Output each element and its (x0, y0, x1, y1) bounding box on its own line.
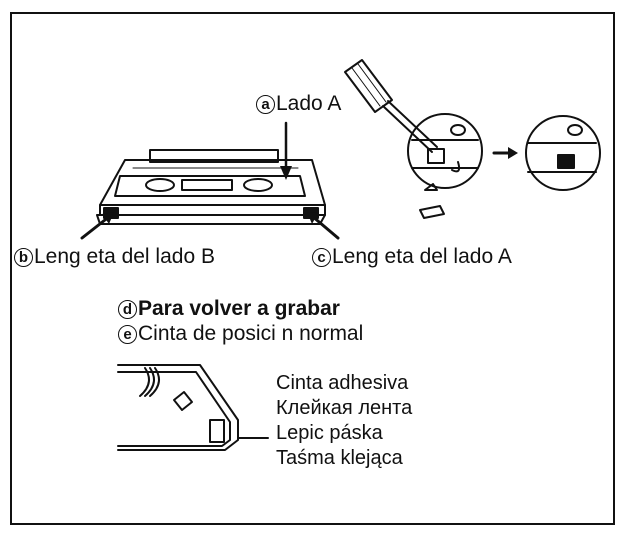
tab-a-arrow (310, 214, 340, 240)
label-normal-tape-text: Cinta de posici n normal (138, 322, 364, 345)
tape-label-es: Cinta adhesiva (276, 372, 409, 394)
marker-b: b (14, 248, 33, 267)
marker-c: c (312, 248, 331, 267)
label-side-a-text: Lado A (276, 92, 342, 115)
zoom-circle-after (525, 115, 601, 191)
label-rerecord-text: Para volver a grabar (138, 297, 340, 320)
label-tab-a-text: Leng eta del lado A (332, 245, 512, 268)
cassette-drawing (96, 149, 326, 225)
zoom-circle-before (407, 113, 483, 219)
marker-d: d (118, 300, 137, 319)
tape-label-cs: Lepic páska (276, 422, 383, 444)
marker-e: e (118, 325, 137, 344)
tab-b-arrow (80, 214, 112, 240)
tape-label-ru: Клейкая лента (276, 397, 413, 419)
tape-label-pl: Taśma klejąca (276, 447, 403, 469)
marker-a: a (256, 95, 275, 114)
screwdriver-drawing (344, 59, 438, 153)
label-tab-b-text: Leng eta del lado B (34, 245, 215, 268)
diagram-frame (10, 12, 615, 525)
cassette-corner-drawing (117, 364, 269, 451)
